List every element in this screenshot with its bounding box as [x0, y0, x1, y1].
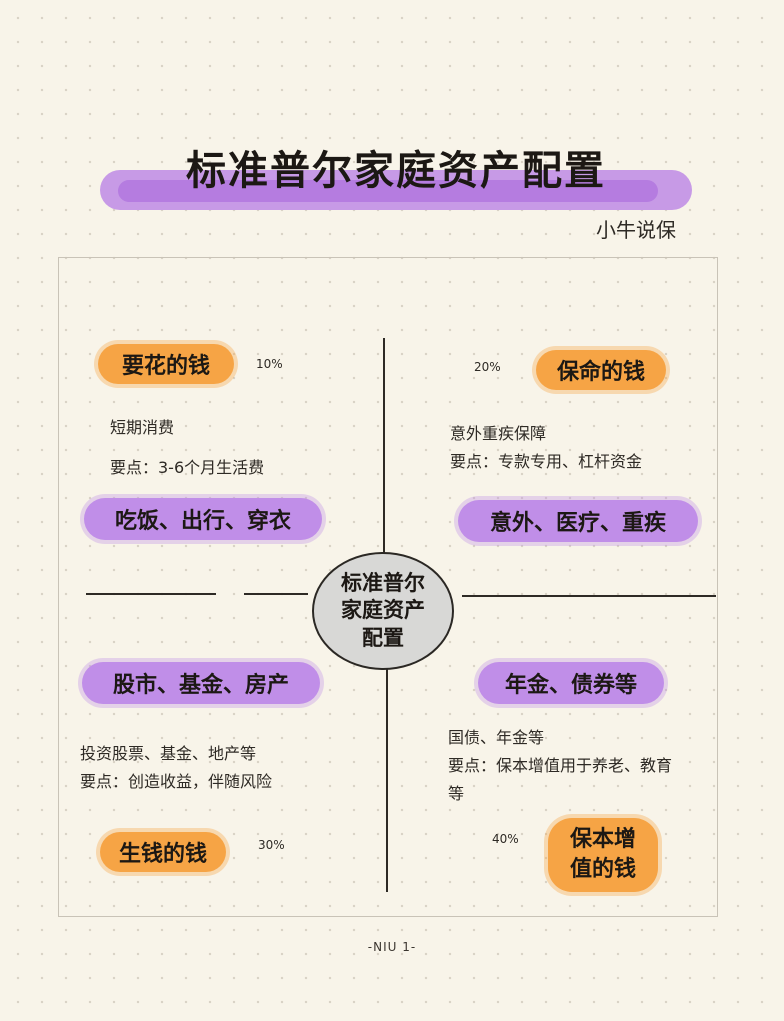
quadrant-protect-percent: 20% [474, 360, 501, 374]
axis-horizontal-left-short [244, 593, 308, 595]
quadrant-preserve-line2: 要点：保本增值用于养老、教育等 [448, 756, 673, 803]
axis-vertical-top [383, 338, 385, 556]
quadrant-preserve-line1: 国债、年金等 [448, 728, 545, 747]
quadrant-grow-examples: 股市、基金、房产 [82, 662, 320, 704]
quadrant-protect-label: 保命的钱 [536, 350, 666, 390]
page-title: 标准普尔家庭资产配置 [186, 148, 606, 194]
axis-horizontal-left [86, 593, 216, 595]
author-signature: 小牛说保 [596, 218, 676, 242]
quadrant-preserve-description: 国债、年金等 要点：保本增值用于养老、教育等 [448, 724, 678, 808]
quadrant-protect-line1: 意外重疾保障 [450, 424, 547, 443]
quadrant-preserve-percent: 40% [492, 832, 519, 846]
diagram-frame [58, 257, 718, 917]
quadrant-grow-description: 投资股票、基金、地产等 要点：创造收益，伴随风险 [80, 740, 370, 796]
quadrant-preserve-label: 保本增 值的钱 [548, 818, 658, 892]
quadrant-grow-line1: 投资股票、基金、地产等 [80, 744, 257, 763]
quadrant-protect-description: 意外重疾保障 要点：专款专用、杠杆资金 [450, 420, 710, 476]
footer-mark: -NIU 1- [367, 940, 417, 954]
title-highlight-inner [118, 180, 658, 202]
quadrant-spend-examples: 吃饭、出行、穿衣 [84, 498, 322, 540]
quadrant-preserve-examples: 年金、债券等 [478, 662, 664, 704]
quadrant-spend-percent: 10% [256, 357, 283, 371]
center-circle: 标准普尔家庭资产配置 [312, 552, 454, 670]
quadrant-protect-examples: 意外、医疗、重疾 [458, 500, 698, 542]
quadrant-spend-label: 要花的钱 [98, 344, 234, 384]
center-label: 标准普尔家庭资产配置 [341, 571, 425, 650]
axis-vertical-bottom [386, 640, 388, 892]
quadrant-spend-line2: 要点：3-6个月生活费 [110, 458, 265, 477]
quadrant-preserve-label-line1: 保本增 [569, 827, 636, 853]
axis-horizontal-right [462, 595, 716, 597]
quadrant-grow-line2: 要点：创造收益，伴随风险 [80, 772, 273, 791]
quadrant-preserve-label-line2: 值的钱 [569, 857, 636, 882]
quadrant-protect-line2: 要点：专款专用、杠杆资金 [450, 452, 643, 471]
quadrant-spend-line1: 短期消费 [110, 418, 175, 437]
quadrant-grow-label: 生钱的钱 [100, 832, 226, 872]
quadrant-grow-percent: 30% [258, 838, 285, 852]
